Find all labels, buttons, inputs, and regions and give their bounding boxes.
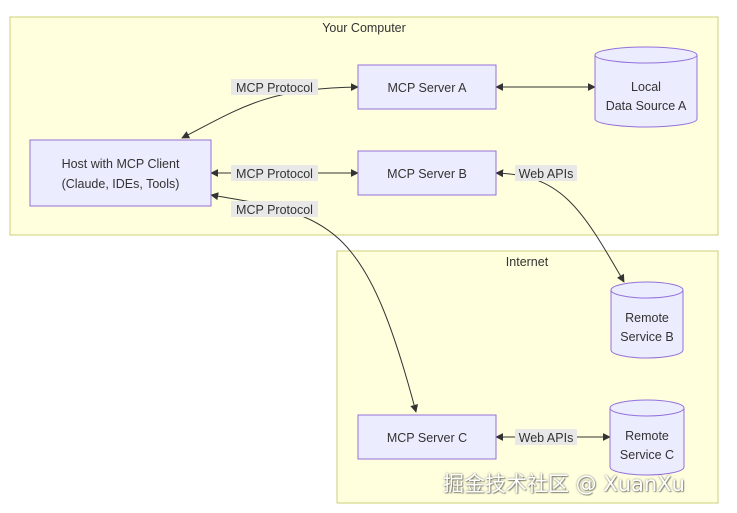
node-mcp-server-c: MCP Server C <box>357 414 497 460</box>
svg-text:Remote: Remote <box>625 429 669 443</box>
edge-label-host-server-c: MCP Protocol <box>231 201 318 217</box>
node-local-data-source-a: Local Data Source A <box>594 46 698 128</box>
edge-host-server-a <box>181 83 359 139</box>
svg-text:Data Source A: Data Source A <box>606 99 687 113</box>
svg-text:MCP Server B: MCP Server B <box>387 167 467 181</box>
svg-text:Local: Local <box>631 80 661 94</box>
edge-label-server-b-remote-b: Web APIs <box>515 165 577 181</box>
host-line-2: (Claude, IDEs, Tools) <box>62 177 180 191</box>
svg-text:MCP Protocol: MCP Protocol <box>236 167 313 181</box>
cluster-title-your-computer: Your Computer <box>322 21 406 35</box>
svg-text:Web APIs: Web APIs <box>519 167 574 181</box>
node-mcp-server-a: MCP Server A <box>357 64 497 110</box>
node-mcp-server-b: MCP Server B <box>357 150 497 196</box>
svg-text:Service C: Service C <box>620 448 674 462</box>
edge-label-host-server-a: MCP Protocol <box>231 79 318 95</box>
cluster-title-internet: Internet <box>506 255 549 269</box>
svg-text:MCP Server C: MCP Server C <box>387 431 467 445</box>
svg-text:Remote: Remote <box>625 311 669 325</box>
edge-label-server-c-remote-c: Web APIs <box>515 429 577 445</box>
svg-text:MCP Protocol: MCP Protocol <box>236 203 313 217</box>
host-line-1: Host with MCP Client <box>62 157 180 171</box>
node-remote-service-b: Remote Service B <box>610 281 684 359</box>
watermark: 掘金技术社区 @ XuanXu <box>443 472 685 496</box>
svg-text:Service B: Service B <box>620 330 674 344</box>
edge-label-host-server-b: MCP Protocol <box>231 165 318 181</box>
svg-text:Web APIs: Web APIs <box>519 431 574 445</box>
node-host-mcp-client: Host with MCP Client (Claude, IDEs, Tool… <box>29 139 212 207</box>
svg-text:MCP Server A: MCP Server A <box>388 81 468 95</box>
node-remote-service-c: Remote Service C <box>609 399 685 476</box>
svg-text:MCP Protocol: MCP Protocol <box>236 81 313 95</box>
